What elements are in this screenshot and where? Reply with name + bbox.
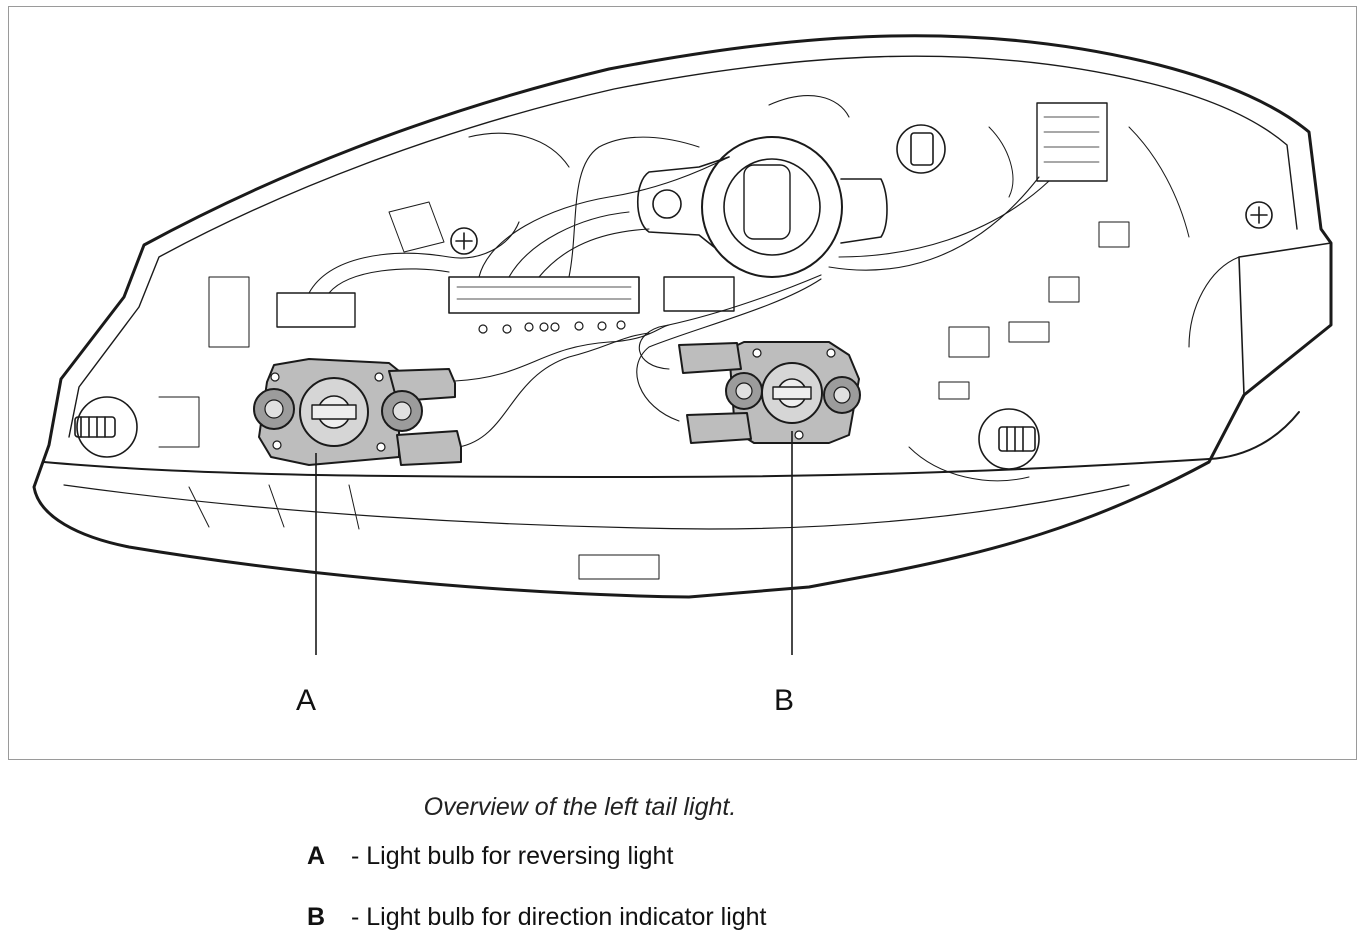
legend-item-b: B - Light bulb for direction indicator li… [307,903,767,932]
wiring-harness [308,95,1050,448]
legend-key-a: A [307,842,326,870]
mounting-stud-right [978,408,1040,470]
main-socket-ring [701,136,843,278]
figure-caption: Overview of the left tail light. [423,793,737,821]
callout-label-b: B [774,684,795,717]
legend-text-a: - Light bulb for reversing light [351,842,674,870]
multi-pin-connector [448,276,640,314]
main-socket-inner [723,158,821,256]
legend-text-b: - Light bulb for direction indicator lig… [351,903,767,931]
figure-frame: A B [8,6,1357,760]
tail-light-illustration [32,34,1333,655]
screw-top-right [1245,201,1273,229]
bulb-holder-a [253,358,462,466]
bulb-holder-b [678,341,861,444]
mounting-stud-left [74,396,138,458]
legend-item-a: A - Light bulb for reversing light [307,842,673,871]
mounting-stud-top [896,124,946,174]
callout-label-a: A [296,684,317,717]
housing-details [158,126,1190,580]
led-row [478,320,626,334]
screw-center-left [450,227,478,255]
housing-outline [32,34,1333,599]
legend-key-b: B [307,903,326,931]
housing-inner-rim [68,55,1298,438]
lens-edge [43,411,1300,478]
lens-edge-inner [63,484,1130,530]
